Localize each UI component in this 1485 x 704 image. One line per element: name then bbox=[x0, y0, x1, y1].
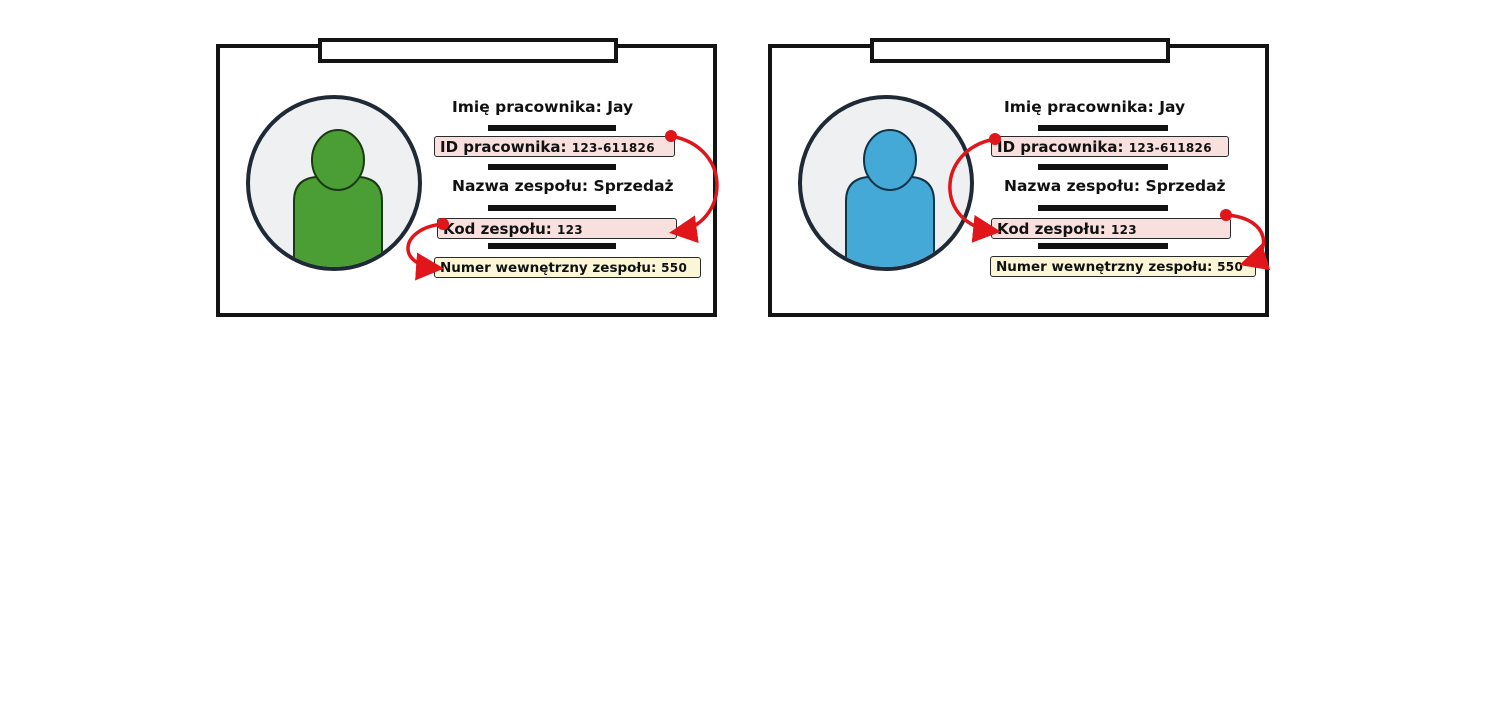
employee-card-left: Imię pracownika: Jay ID pracownika: 123-… bbox=[216, 38, 717, 317]
team-code-field: Kod zespołu: 123 bbox=[437, 218, 677, 239]
team-extension-field: Numer wewnętrzny zespołu: 550 bbox=[434, 257, 701, 278]
divider bbox=[1038, 125, 1168, 131]
team-extension-value: 550 bbox=[1217, 260, 1244, 274]
divider bbox=[1038, 243, 1168, 249]
employee-id-value: 123-611826 bbox=[1128, 141, 1212, 155]
team-extension-label: Numer wewnętrzny zespołu: bbox=[996, 259, 1213, 275]
team-code-value: 123 bbox=[1110, 223, 1137, 237]
divider bbox=[488, 125, 616, 131]
employee-name-value: Jay bbox=[1159, 98, 1186, 116]
employee-name-label: Imię pracownika: bbox=[452, 98, 602, 116]
divider bbox=[488, 205, 616, 211]
divider bbox=[1038, 205, 1168, 211]
employee-name-row: Imię pracownika: Jay bbox=[1004, 96, 1185, 118]
badge-clip bbox=[318, 38, 618, 63]
team-extension-field: Numer wewnętrzny zespołu: 550 bbox=[990, 256, 1256, 277]
team-name-row: Nazwa zespołu: Sprzedaż bbox=[452, 175, 674, 197]
employee-id-label: ID pracownika: bbox=[440, 138, 567, 156]
team-name-value: Sprzedaż bbox=[1145, 177, 1226, 195]
person-head bbox=[311, 129, 365, 191]
team-code-value: 123 bbox=[556, 223, 583, 237]
employee-name-row: Imię pracownika: Jay bbox=[452, 96, 633, 118]
employee-id-field: ID pracownika: 123-611826 bbox=[434, 136, 675, 157]
person-icon bbox=[293, 129, 383, 267]
person-body bbox=[293, 176, 383, 267]
divider bbox=[1038, 164, 1168, 170]
team-code-field: Kod zespołu: 123 bbox=[991, 218, 1231, 239]
divider bbox=[488, 164, 616, 170]
employee-id-label: ID pracownika: bbox=[997, 138, 1124, 156]
team-name-value: Sprzedaż bbox=[593, 177, 674, 195]
employee-name-value: Jay bbox=[607, 98, 634, 116]
team-extension-value: 550 bbox=[661, 261, 688, 275]
employee-card-right: Imię pracownika: Jay ID pracownika: 123-… bbox=[768, 38, 1269, 317]
team-name-label: Nazwa zespołu: bbox=[452, 177, 589, 195]
employee-name-label: Imię pracownika: bbox=[1004, 98, 1154, 116]
person-body bbox=[845, 176, 935, 267]
avatar bbox=[798, 95, 974, 271]
badge-clip bbox=[870, 38, 1170, 63]
person-head bbox=[863, 129, 917, 191]
team-name-row: Nazwa zespołu: Sprzedaż bbox=[1004, 175, 1226, 197]
team-code-label: Kod zespołu: bbox=[997, 220, 1106, 238]
person-icon bbox=[845, 129, 935, 267]
team-code-label: Kod zespołu: bbox=[443, 220, 552, 238]
divider bbox=[488, 243, 616, 249]
team-name-label: Nazwa zespołu: bbox=[1004, 177, 1141, 195]
avatar bbox=[246, 95, 422, 271]
employee-id-field: ID pracownika: 123-611826 bbox=[991, 136, 1229, 157]
team-extension-label: Numer wewnętrzny zespołu: bbox=[440, 260, 657, 276]
employee-id-value: 123-611826 bbox=[571, 141, 655, 155]
